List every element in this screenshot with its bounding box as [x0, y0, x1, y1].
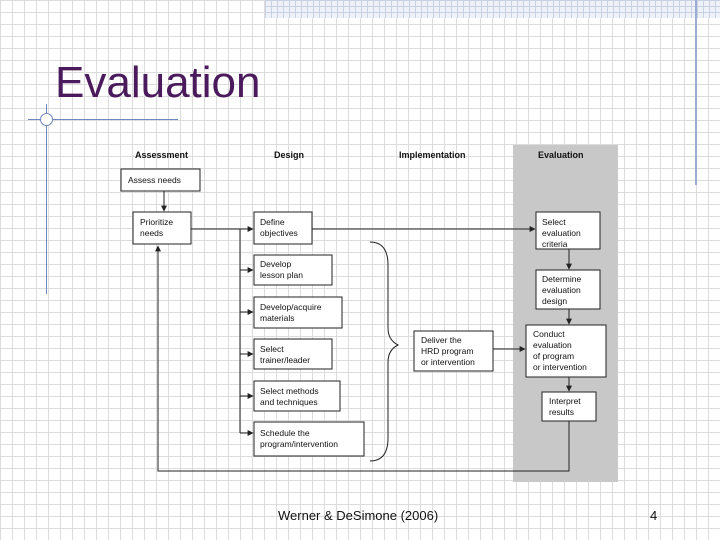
box-select-methods: Select methods and techniques — [260, 386, 321, 407]
header-implementation: Implementation — [399, 150, 466, 160]
header-evaluation: Evaluation — [538, 150, 584, 160]
hrd-process-diagram: Assessment Design Implementation Evaluat… — [120, 145, 620, 482]
box-determine-evaluation-design: Determine evaluation design — [542, 274, 584, 306]
page-number: 4 — [650, 508, 658, 523]
box-develop-lesson-plan: Develop lesson plan — [260, 259, 303, 280]
header-design: Design — [274, 150, 304, 160]
diagram-svg: Assessment Design Implementation Evaluat… — [120, 145, 618, 482]
footer-citation: Werner & DeSimone (2006) — [278, 508, 439, 523]
box-deliver-program: Deliver the HRD program or intervention — [421, 335, 476, 367]
slide-title: Evaluation — [55, 58, 261, 107]
right-decor-line — [695, 0, 697, 185]
evaluation-column-panel — [513, 145, 618, 482]
title-rule-vertical — [46, 104, 47, 294]
box-schedule-program: Schedule the program/intervention — [260, 428, 338, 449]
top-decor-band — [265, 0, 720, 18]
header-assessment: Assessment — [135, 150, 188, 160]
box-conduct-evaluation: Conduct evaluation of program or interve… — [533, 329, 587, 372]
title-rule-circle — [40, 113, 53, 126]
box-shapes — [120, 168, 607, 457]
connector-lines — [155, 191, 572, 472]
box-define-objectives: Define objectives — [260, 217, 298, 238]
box-assess-needs: Assess needs — [128, 175, 181, 185]
box-develop-materials: Develop/acquire materials — [260, 302, 324, 323]
box-prioritize-needs: Prioritize needs — [140, 217, 175, 238]
box-select-evaluation-criteria: Select evaluation criteria — [542, 217, 583, 249]
box-select-trainer: Select trainer/leader — [260, 344, 310, 365]
title-rule-horizontal — [28, 119, 178, 120]
box-interpret-results: Interpret results — [549, 396, 583, 417]
